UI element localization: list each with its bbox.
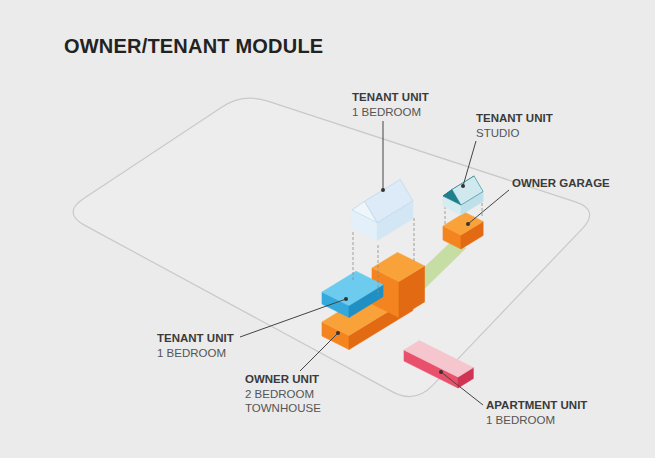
guide-line [378, 245, 379, 296]
guide-line [353, 232, 354, 282]
apartment-block-top [404, 341, 473, 377]
leader-line [463, 141, 476, 186]
unit-type: STUDIO [476, 126, 519, 140]
owner-townhouse-top [372, 252, 425, 281]
leader-dot [439, 370, 443, 374]
guide-line [445, 206, 446, 225]
unit-name: OWNER GARAGE [512, 176, 610, 190]
leader-dot [466, 222, 470, 226]
leader-dot [461, 184, 465, 188]
unit-name: TENANT UNIT [476, 111, 553, 125]
ghost-house-roof [365, 180, 413, 223]
leader-line [240, 299, 346, 337]
unit-name: TENANT UNIT [157, 331, 234, 345]
leader-dot [336, 331, 340, 335]
leader-line [300, 333, 338, 371]
tenant-unit-block-top [322, 271, 383, 305]
leader-dot [381, 188, 385, 192]
unit-name: APARTMENT UNIT [486, 398, 587, 412]
guide-line [414, 218, 415, 262]
unit-type: 2 BEDROOM TOWNHOUSE [245, 387, 325, 416]
diagram-title: OWNER/TENANT MODULE [64, 34, 323, 59]
unit-type: 1 BEDROOM [352, 105, 421, 119]
leader-line [441, 372, 483, 405]
studio-house-roof [452, 176, 483, 205]
unit-name: TENANT UNIT [352, 90, 429, 104]
unit-name: OWNER UNIT [245, 372, 319, 386]
unit-type: 1 BEDROOM [157, 346, 226, 360]
leader-line [383, 121, 384, 190]
lot-outline [73, 98, 589, 396]
leader-line [468, 190, 509, 224]
leader-dot [344, 297, 348, 301]
unit-type: 1 BEDROOM [486, 413, 555, 427]
